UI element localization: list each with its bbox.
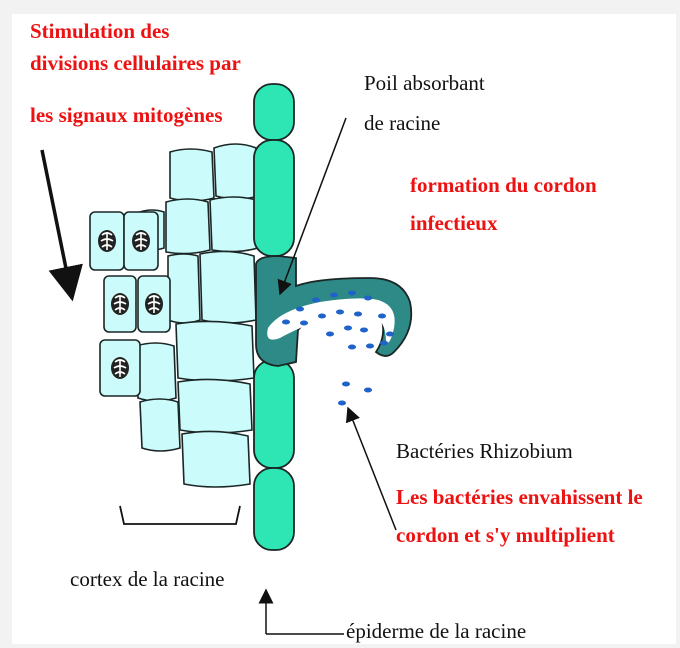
- bacterium-dot-icon: [366, 344, 374, 349]
- cortex-cell: [178, 379, 252, 433]
- root-hair-label-line-1: Poil absorbant: [364, 70, 485, 97]
- arrow-icon: [42, 150, 72, 298]
- bacterium-dot-icon: [330, 293, 338, 298]
- dividing-cell-nucleus-icon: [132, 230, 150, 252]
- cortex-bracket: [120, 506, 240, 524]
- bacterium-dot-icon: [318, 314, 326, 319]
- bacterium-dot-icon: [360, 328, 368, 333]
- cortex-cell: [136, 343, 176, 401]
- stimulation-label-line-3: les signaux mitogènes: [30, 102, 223, 129]
- invasion-label-line-1: Les bactéries envahissent le: [396, 484, 643, 511]
- infection-thread-label-line-2: infectieux: [410, 210, 497, 237]
- cortex-cell: [140, 399, 180, 451]
- stimulation-label-line-1: Stimulation des: [30, 18, 169, 45]
- bacterium-dot-icon: [338, 401, 346, 406]
- bacterium-dot-icon: [326, 332, 334, 337]
- bacterium-dot-icon: [380, 341, 388, 346]
- epidermis-cell: [254, 140, 294, 256]
- root-hair-label-line-2: de racine: [364, 110, 440, 137]
- epidermis-cell: [254, 468, 294, 550]
- epidermis-cell: [254, 84, 294, 140]
- rhizobium-label: Bactéries Rhizobium: [396, 438, 573, 465]
- cortex-cell: [176, 321, 254, 381]
- cortex-cell: [166, 199, 210, 254]
- bacterium-dot-icon: [364, 388, 372, 393]
- arrow-icon: [348, 408, 396, 530]
- bacterium-dot-icon: [348, 291, 356, 296]
- bacterium-dot-icon: [386, 332, 394, 337]
- bacterium-dot-icon: [354, 312, 362, 317]
- bacterium-dot-icon: [282, 320, 290, 325]
- dividing-cell-nucleus-icon: [111, 293, 129, 315]
- bacterium-dot-icon: [342, 382, 350, 387]
- epidermis-cell: [254, 360, 294, 468]
- invasion-label-line-2: cordon et s'y multiplient: [396, 522, 615, 549]
- epidermis-label: épiderme de la racine: [346, 618, 526, 645]
- dividing-cell-nucleus-icon: [145, 293, 163, 315]
- bacterium-dot-icon: [300, 321, 308, 326]
- stimulation-label-line-2: divisions cellulaires par: [30, 50, 241, 77]
- cortex-cell: [200, 251, 256, 323]
- cortex-cell: [182, 431, 250, 487]
- cortex-label: cortex de la racine: [70, 566, 225, 593]
- cortex-cell: [170, 149, 214, 201]
- bacterium-dot-icon: [364, 296, 372, 301]
- cortex-cell: [168, 254, 200, 323]
- dividing-cell-nucleus-icon: [98, 230, 116, 252]
- infection-thread-label-line-1: formation du cordon: [410, 172, 597, 199]
- bacterium-dot-icon: [348, 345, 356, 350]
- bacterium-dot-icon: [296, 307, 304, 312]
- bacterium-dot-icon: [312, 298, 320, 303]
- dividing-cell-nucleus-icon: [111, 357, 129, 379]
- cortex-cell: [214, 144, 258, 199]
- bacterium-dot-icon: [344, 326, 352, 331]
- bacterium-dot-icon: [378, 314, 386, 319]
- cortex-cell: [210, 197, 258, 252]
- bacterium-dot-icon: [336, 310, 344, 315]
